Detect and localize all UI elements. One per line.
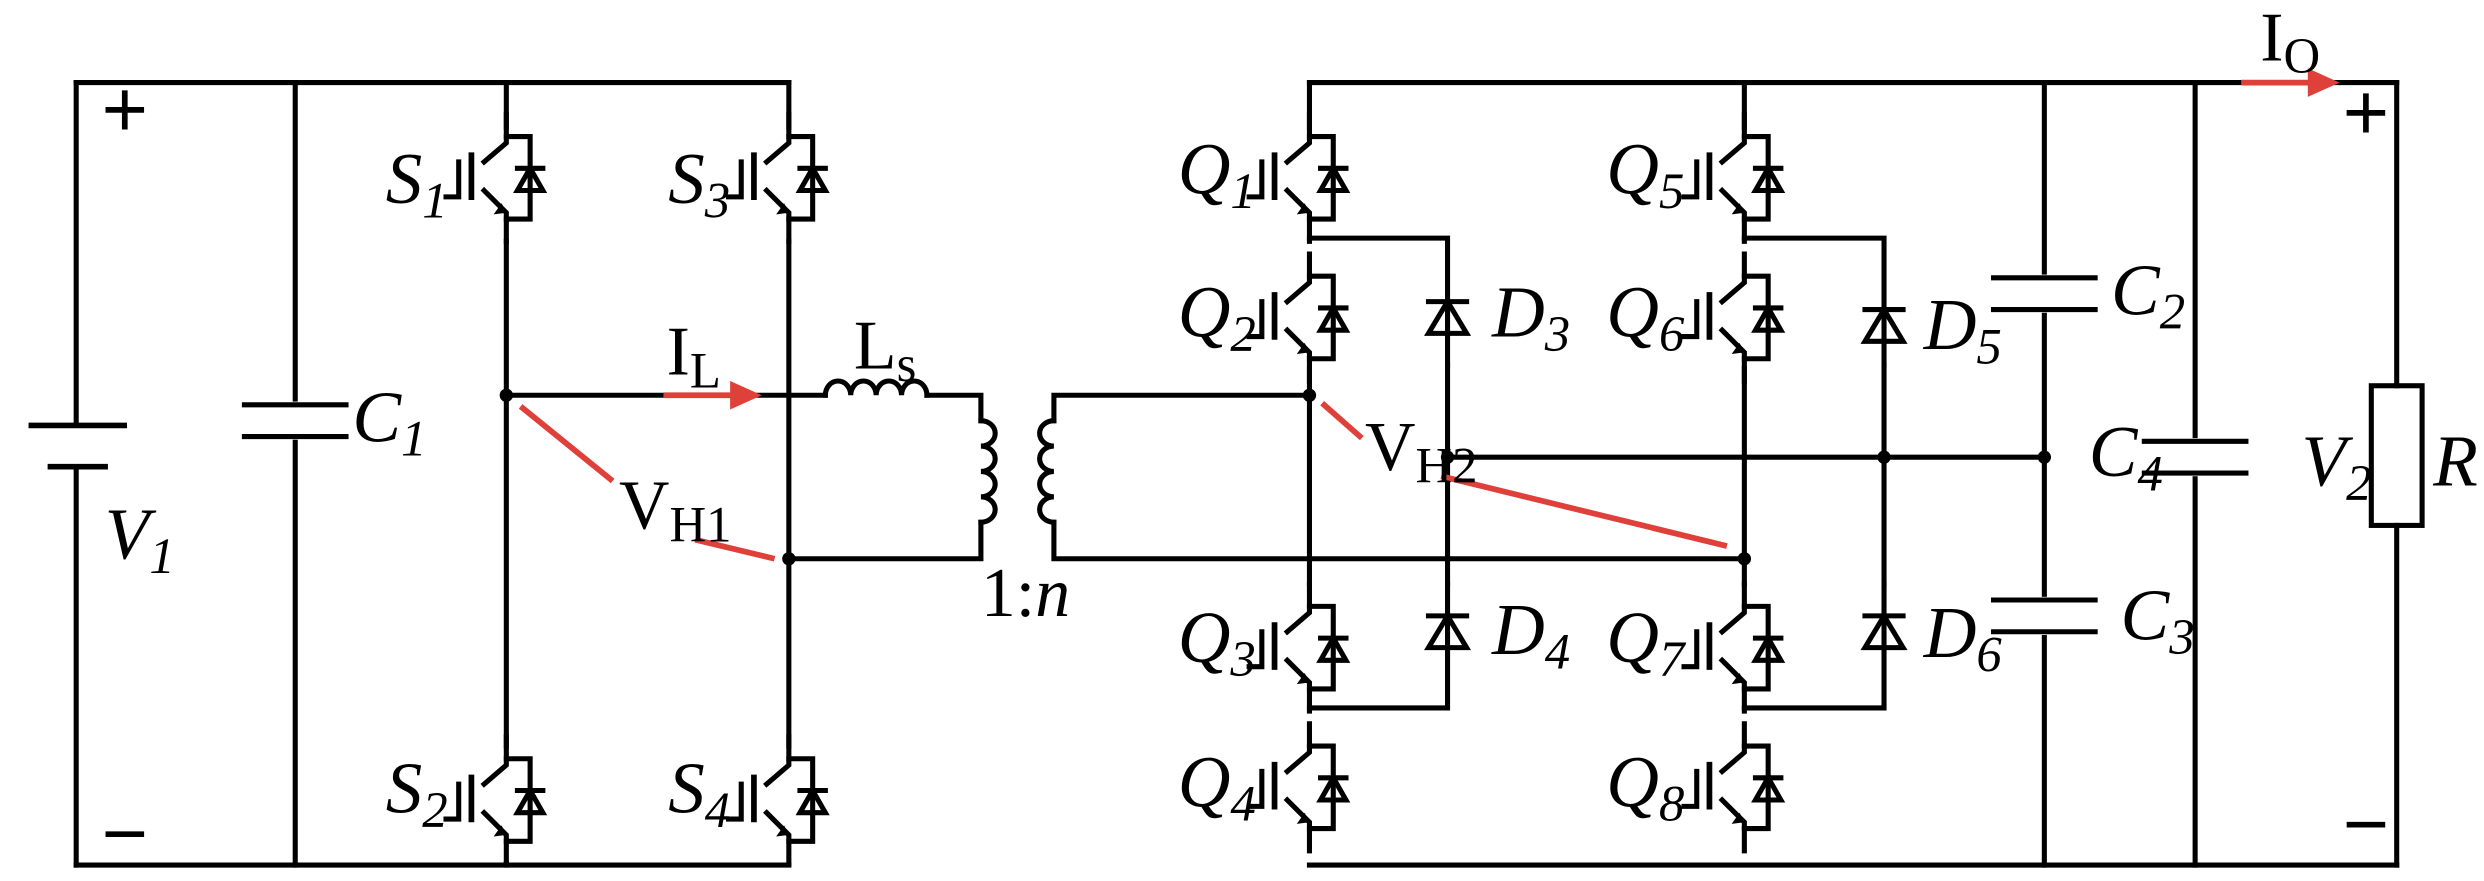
capacitor-c1-label: C1 [352,376,426,466]
switch-q5-label: Q5 [1606,129,1684,219]
vh1-label: VH1 [619,468,732,553]
switch-s2 [443,733,548,867]
transformer-ratio: 1:n [981,555,1070,632]
switch-q3-label: Q3 [1178,597,1256,687]
secondary-npc-bridge [1302,80,2400,868]
capacitor-c4-label: C4 [2089,411,2163,501]
source-v1 [28,422,127,470]
capacitor-c4 [2141,438,2250,477]
switch-s4 [725,733,830,867]
resistor-r [2368,80,2425,868]
current-il-arrow [663,380,762,410]
capacitor-c3-label: C3 [2121,575,2195,665]
switch-q3 [1246,581,1351,714]
switch-q8 [1681,721,1786,854]
io-label: IO [2260,0,2320,84]
switch-q2 [1246,251,1351,384]
capacitor-c2 [1990,274,2099,313]
diode-d4-label: D4 [1491,589,1570,679]
diode-d5-label: D5 [1923,284,2002,374]
v2-label: V2 [2301,421,2371,511]
r-label: R [2432,421,2478,502]
switch-q8-label: Q8 [1606,741,1684,831]
ls-label: Ls [854,307,916,392]
diode-d5 [1860,304,1908,344]
switch-q7 [1681,581,1786,714]
vh2-label: VH2 [1365,409,1478,494]
capacitor-c3 [1990,596,2099,635]
diode-d6 [1860,610,1908,651]
capacitor-c1 [241,401,350,440]
v1-label: V1 [105,494,175,584]
switch-q4 [1246,721,1351,854]
switch-s4-label: S4 [668,748,730,838]
switch-q1 [1246,111,1351,244]
switch-s2-label: S2 [386,748,448,838]
voltage-vh1 [518,404,776,562]
transformer [786,392,1747,562]
switch-q6 [1681,251,1786,384]
switch-s3-label: S3 [668,138,730,228]
current-io-arrow [2241,68,2340,97]
switch-q5 [1681,111,1786,244]
diode-d3-label: D3 [1491,272,1570,362]
switch-q1-label: Q1 [1178,129,1256,219]
switch-s1-label: S1 [386,138,448,228]
inductor-ls [822,378,984,424]
switch-q7-label: Q7 [1606,597,1687,687]
v2-plus-sign: + [2343,68,2389,157]
junction-dot [1302,388,1317,402]
switch-s3 [725,111,830,244]
junction-dot [1737,552,1752,566]
switch-q2-label: Q2 [1178,272,1256,362]
switch-s1 [443,111,548,244]
v1-plus-sign: + [102,65,148,154]
v1-minus-sign: − [102,788,148,877]
diode-d4 [1424,610,1472,651]
v2-minus-sign: − [2343,779,2389,868]
diode-d6-label: D6 [1923,592,2003,682]
capacitor-c2-label: C2 [2111,249,2185,339]
voltage-vh2 [1320,401,1728,549]
switch-q4-label: Q4 [1178,741,1256,831]
il-label: IL [667,314,721,399]
switch-q6-label: Q6 [1606,272,1685,362]
diode-d3 [1424,296,1472,336]
